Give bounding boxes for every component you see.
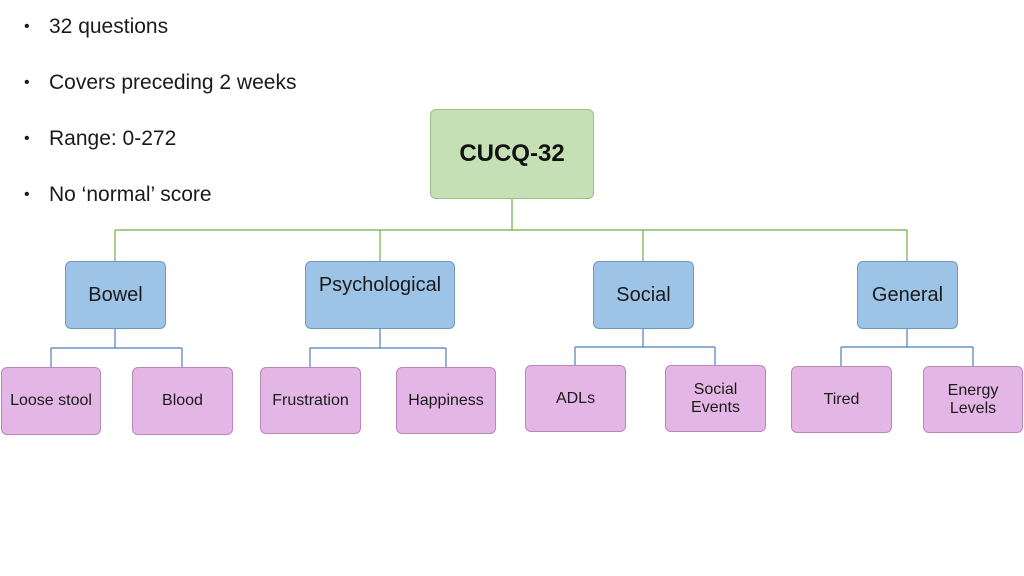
- domain-node-general: General: [857, 261, 958, 329]
- domain-connectors: [50, 329, 974, 367]
- root-node: CUCQ-32: [430, 109, 594, 199]
- bullet-list: 32 questions Covers preceding 2 weeks Ra…: [24, 10, 296, 234]
- leaf-node-blood: Blood: [132, 367, 233, 435]
- domain-node-bowel: Bowel: [65, 261, 166, 329]
- domain-node-social: Social: [593, 261, 694, 329]
- leaf-node-loose-stool: Loose stool: [1, 367, 101, 435]
- leaf-node-energy-levels: Energy Levels: [923, 366, 1023, 433]
- bullet-item: Range: 0-272: [24, 122, 296, 156]
- leaf-node-frustration: Frustration: [260, 367, 361, 434]
- leaf-node-happiness: Happiness: [396, 367, 496, 434]
- bullet-item: 32 questions: [24, 10, 296, 44]
- leaf-node-adls: ADLs: [525, 365, 626, 432]
- root-connectors: [114, 199, 908, 261]
- bullet-item: Covers preceding 2 weeks: [24, 66, 296, 100]
- bullet-item: No ‘normal’ score: [24, 178, 296, 212]
- leaf-node-tired: Tired: [791, 366, 892, 433]
- domain-node-psychological: Psychological: [305, 261, 455, 329]
- leaf-node-social-events: Social Events: [665, 365, 766, 432]
